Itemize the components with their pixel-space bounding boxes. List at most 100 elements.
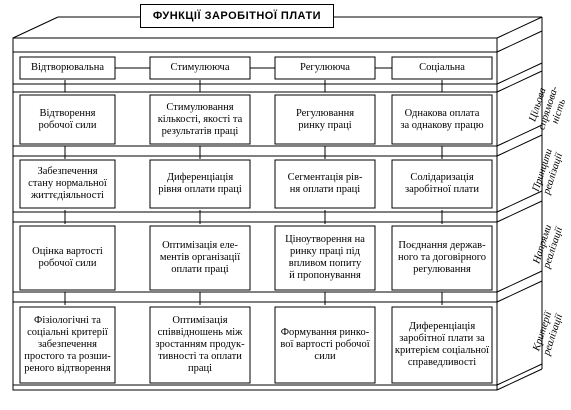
cell-line: рівня оплати праці: [158, 184, 242, 195]
cell-line: Диференціація: [408, 321, 476, 332]
cell-line: співвідношень між: [157, 327, 243, 338]
cell-line: простого та розши-: [24, 351, 111, 362]
cell-line: Диференціація: [166, 172, 234, 183]
cell-line: заробітної плати: [404, 184, 480, 195]
cell-line: ринку праці: [298, 119, 352, 131]
cell-box: [19, 225, 116, 291]
cell-line: тивності та оплати: [158, 351, 242, 362]
cell-line: забезпечення: [38, 339, 97, 350]
cell-box: [391, 159, 493, 209]
cell-line: Оптимізація: [172, 315, 228, 326]
cell-line: Солідаризація: [410, 172, 474, 183]
band-depth-edge: [496, 200, 543, 223]
function-box: [274, 56, 376, 80]
cell-box: [274, 159, 376, 209]
cell-line: Стимулювання: [166, 101, 234, 113]
cell-line: вої вартості робочої: [280, 339, 370, 350]
cell-line: життєдіяльності: [31, 190, 104, 201]
function-label: Відтворювальна: [31, 62, 104, 73]
function-box: [391, 56, 493, 80]
cell-line: зростанням продук-: [155, 339, 245, 350]
frame-depth-edge: [12, 16, 59, 39]
cell-line: ментів організації: [159, 252, 241, 263]
cell-line: Відтворення: [39, 107, 96, 119]
cell-box: [149, 225, 251, 291]
cell-box: [149, 306, 251, 384]
cell-box: [19, 94, 116, 145]
cell-line: Фізіологічні та: [34, 315, 101, 326]
cell-line: за однакову працю: [400, 119, 484, 131]
function-box: [149, 56, 251, 80]
cell-line: ринку праці під: [290, 246, 360, 257]
cell-line: Формування ринко-: [280, 327, 370, 338]
band-depth-edge: [496, 124, 543, 147]
band-depth-edge: [496, 190, 543, 213]
cell-line: ного та договірного: [398, 252, 486, 263]
band-depth-edge: [496, 30, 543, 53]
cell-box: [391, 94, 493, 145]
cell-line: критерієм соціальної: [394, 345, 490, 356]
cell-box: [391, 306, 493, 384]
cell-line: робочої сили: [38, 119, 97, 131]
cell-line: Оцінка вартості: [32, 246, 103, 257]
cell-line: кількості, якості та: [157, 113, 243, 125]
cell-line: результатів праці: [161, 125, 239, 137]
function-box: [19, 56, 116, 80]
cell-line: праці: [187, 363, 213, 374]
band-depth-edge: [496, 70, 543, 93]
cell-box: [274, 306, 376, 384]
cell-line: Ціноутворення на: [285, 234, 365, 245]
band-depth-edge: [496, 363, 543, 386]
diagram-title: ФУНКЦІЇ ЗАРОБІТНОЇ ПЛАТИ: [140, 4, 334, 28]
frame-depth-edge: [496, 368, 543, 391]
cell-text: Сегментація рів-ня оплати праці: [275, 160, 375, 208]
function-label: Соціальна: [419, 62, 465, 73]
band-depth-edge: [496, 62, 543, 85]
cell-line: сили: [314, 351, 336, 362]
cell-line: соціальні критерії: [27, 327, 108, 338]
cell-line: впливом попиту: [288, 258, 362, 269]
band-depth-edge: [496, 280, 543, 303]
cell-box: [19, 306, 116, 384]
cell-box: [149, 94, 251, 145]
cell-line: оплати праці: [171, 264, 229, 275]
band-depth-edge: [496, 270, 543, 293]
cell-line: Оптимізація еле-: [162, 240, 238, 251]
cell-line: й пропонування: [289, 270, 361, 281]
cell-line: справедливості: [407, 357, 477, 368]
cell-line: Сегментація рів-: [287, 172, 363, 183]
cell-box: [149, 159, 251, 209]
cell-line: ня оплати праці: [289, 184, 361, 195]
function-label: Стимулююча: [170, 62, 230, 73]
cell-box: [391, 225, 493, 291]
cell-line: реного відтворення: [24, 363, 111, 374]
cell-line: регулювання: [413, 264, 471, 275]
cell-line: робочої сили: [38, 258, 97, 269]
cell-line: стану нормальної: [28, 178, 107, 189]
function-label: Регулююча: [300, 62, 350, 73]
cell-box: [274, 225, 376, 291]
cell-box: [19, 159, 116, 209]
cell-box: [274, 94, 376, 145]
cell-line: Однакова оплата: [404, 107, 480, 119]
frame-depth-edge: [496, 16, 543, 39]
cell-line: Регулювання: [295, 107, 355, 119]
band-depth-edge: [496, 134, 543, 157]
cell-line: Забезпечення: [37, 166, 98, 177]
